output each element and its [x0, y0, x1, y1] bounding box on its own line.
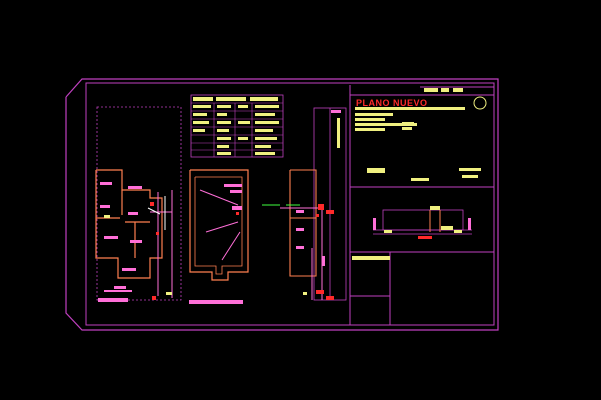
elevation-detail	[373, 206, 472, 239]
drawing-title: PLANO NUEVO	[356, 98, 428, 108]
title-block	[349, 85, 494, 325]
floor-plan-middle	[189, 169, 280, 304]
title-block-text-bars	[352, 88, 481, 260]
north-arrow-icon	[473, 96, 487, 110]
floor-plan-left	[95, 106, 182, 302]
sheet-frame	[65, 78, 499, 331]
section-riser	[280, 107, 347, 301]
schedule-table	[190, 94, 284, 158]
